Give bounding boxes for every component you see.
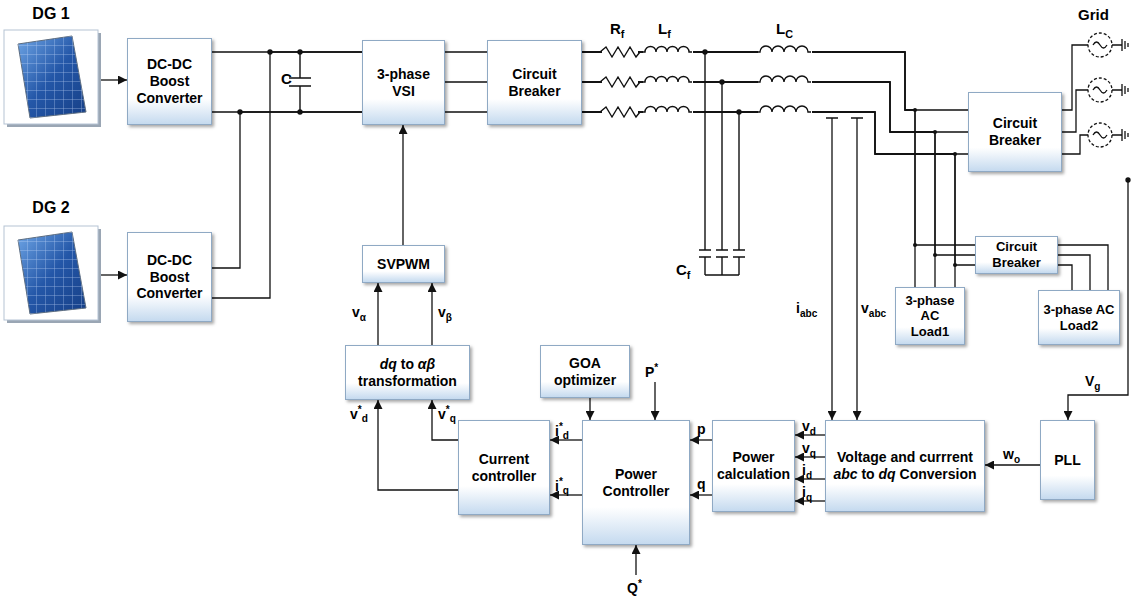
signal-label: wo (1003, 446, 1020, 465)
optimizer-box: GOA optimizer (540, 345, 630, 398)
connector (582, 52, 955, 287)
node-text: PLL (1054, 452, 1080, 469)
signal-label: i*q (555, 476, 569, 497)
node-text: 3-phase VSI (367, 66, 440, 100)
signal-label: id (802, 462, 812, 481)
load-box: 3-phase AC Load1 (895, 287, 965, 345)
signal-label: vβ (438, 304, 452, 323)
node-text: GOA optimizer (545, 355, 625, 389)
generator-panel: DG 1 (2, 4, 100, 126)
node-text: 3-phase AC Load1 (900, 293, 960, 340)
pv-panel (4, 30, 101, 127)
converter-box: DC-DC Boost Converter (127, 38, 212, 125)
node-text: Circuit Breaker (973, 115, 1057, 149)
node-text: 3-phase AC Load2 (1043, 302, 1115, 333)
connector (212, 52, 362, 112)
node-text: Circuit Breaker (980, 239, 1053, 270)
node-text: Voltage and currrent abc to dq Conversio… (830, 449, 980, 483)
node-text: DC-DC Boost Converter (132, 252, 207, 302)
modulator-box: SVPWM (362, 245, 445, 283)
connector (1058, 245, 1108, 290)
part-label: P* (645, 362, 658, 380)
signal-label: v*d (350, 404, 368, 425)
connector (589, 398, 590, 420)
inductor-symbol (757, 42, 812, 114)
generator-panel: DG 2 (2, 198, 100, 324)
connector (402, 125, 403, 245)
grid-source (1062, 33, 1128, 154)
controller-box: Power Controller (582, 420, 690, 545)
connector (690, 494, 712, 495)
signal-label: vα (352, 304, 366, 323)
part-label: vabc (861, 300, 886, 319)
inductor-symbol (642, 42, 693, 114)
signal-label: vq (802, 440, 816, 459)
part-label: C (281, 70, 292, 87)
node-text: DG 1 (32, 4, 69, 23)
node-text: DC-DC Boost Converter (132, 56, 207, 106)
breaker-box: Circuit Breaker (487, 40, 582, 125)
node-text: Power calculation (717, 449, 790, 483)
node-text: SVPWM (377, 256, 430, 273)
part-label: Grid (1078, 6, 1109, 23)
connector (432, 400, 458, 440)
signal-label: i*d (555, 421, 569, 442)
junction-dot (913, 108, 957, 267)
part-label: Lf (658, 20, 671, 40)
connector (690, 439, 712, 440)
load-box: 3-phase AC Load2 (1038, 290, 1120, 345)
connector (445, 52, 487, 112)
connector (377, 283, 378, 345)
signal-label: vd (802, 418, 816, 437)
connector (582, 52, 968, 154)
signal-label: v*q (438, 404, 456, 425)
measurement-line (826, 118, 863, 420)
connector (431, 283, 432, 345)
connector (100, 79, 127, 80)
part-label: LC (776, 20, 793, 40)
node-text: DG 2 (32, 198, 69, 217)
inverter-box: 3-phase VSI (362, 40, 445, 125)
pv-panel (4, 226, 101, 323)
controller-box: Current controller (458, 420, 550, 515)
connector (212, 52, 362, 298)
connector (582, 52, 975, 265)
reference-arrow (636, 178, 1130, 575)
signal-label: p (697, 421, 706, 437)
resistor-symbol (600, 44, 640, 120)
node-text: Circuit Breaker (492, 66, 577, 100)
node-text: Current controller (463, 451, 545, 485)
breaker-box: Circuit Breaker (968, 92, 1062, 172)
converter-box: DC-DC Boost Converter (127, 232, 212, 322)
part-label: Rf (610, 20, 624, 40)
node-text: Power Controller (587, 466, 685, 500)
signal-label: q (697, 476, 706, 492)
part-label: Cf (676, 261, 690, 281)
part-label: Vg (1085, 373, 1101, 392)
capacitor-symbol (238, 50, 311, 114)
breaker-box: Circuit Breaker (975, 236, 1058, 274)
filter-capacitor (699, 50, 745, 275)
signal-label: iq (802, 484, 812, 503)
calculation-box: Power calculation (712, 420, 795, 512)
part-label: Q* (627, 578, 642, 596)
connector (100, 274, 127, 275)
connector (378, 400, 458, 490)
node-text: dq to αβ transformation (350, 356, 465, 390)
transform-box: dq to αβ transformation (345, 345, 470, 400)
part-label: iabc (796, 300, 817, 319)
pll-box: PLL (1040, 420, 1095, 500)
conversion-box: Voltage and currrent abc to dq Conversio… (825, 420, 985, 512)
connector (985, 464, 1040, 465)
